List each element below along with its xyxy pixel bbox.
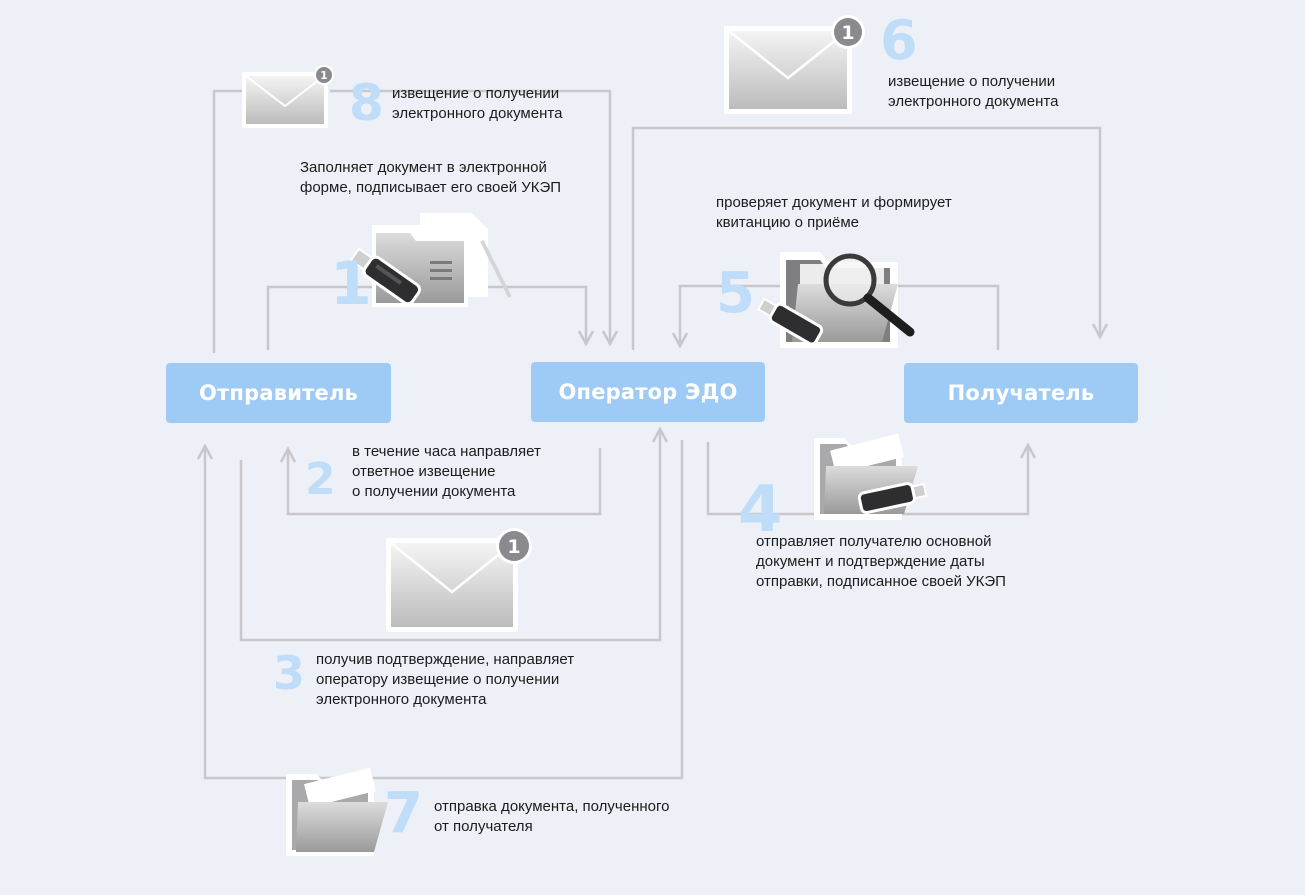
usb-token-icon xyxy=(756,297,824,346)
step-caption-4: отправляет получателю основной документ … xyxy=(756,532,1006,592)
arrowhead-step-8 xyxy=(601,330,619,347)
step-number-4: 4 xyxy=(738,473,783,547)
caption-line: отправка документа, полученного xyxy=(434,798,670,815)
envelope-badge: 1 xyxy=(841,22,854,44)
step-number-1: 1 xyxy=(330,249,372,319)
step-caption-6: извещение о получении электронного докум… xyxy=(888,72,1058,112)
connector-step-8 xyxy=(212,89,242,353)
caption-line: отправляет получателю основной xyxy=(756,533,992,550)
connector-step-3 xyxy=(239,432,662,642)
caption-line: получив подтверждение, направляет xyxy=(316,651,575,668)
arrowhead-step-1 xyxy=(577,330,595,347)
step-caption-2: в течение часа направляет ответное извещ… xyxy=(352,442,541,502)
arrowhead-step-2 xyxy=(279,446,297,463)
caption-line: документ и подтверждение даты xyxy=(756,553,985,570)
node-receiver: Получатель xyxy=(904,363,1138,423)
connector-step-8b xyxy=(330,89,612,342)
envelope-badge: 1 xyxy=(320,69,328,82)
step-number-6: 6 xyxy=(880,9,918,72)
envelope-badge: 1 xyxy=(507,536,520,558)
step-number-5: 5 xyxy=(716,261,755,326)
step-number-8: 8 xyxy=(349,74,384,132)
arrowhead-step-7 xyxy=(196,443,214,460)
magnifier-icon xyxy=(823,253,915,337)
connector-step-2 xyxy=(286,448,602,516)
caption-line: проверяет документ и формирует xyxy=(716,194,952,211)
caption-line: электронного документа xyxy=(316,691,487,708)
caption-line: о получении документа xyxy=(352,483,516,500)
caption-line: форме, подписывает его своей УКЭП xyxy=(300,179,562,196)
caption-line: отправки, подписанное своей УКЭП xyxy=(756,573,1006,590)
connectors xyxy=(196,89,1109,780)
connector-step-7 xyxy=(203,440,684,780)
step-caption-1: Заполняет документ в электронной форме, … xyxy=(300,158,561,198)
step-caption-5: проверяет документ и формирует квитанцию… xyxy=(716,193,952,233)
folder-icon xyxy=(286,767,388,856)
usb-token-icon xyxy=(349,247,422,306)
caption-line: электронного документа xyxy=(392,105,563,122)
step-number-3: 3 xyxy=(273,646,306,700)
usb-token-icon xyxy=(857,482,928,515)
caption-line: от получателя xyxy=(434,818,533,835)
envelope-icon: 1 xyxy=(386,528,532,632)
envelope-icon: 1 xyxy=(242,65,334,128)
step-caption-7: отправка документа, полученного от получ… xyxy=(434,797,669,837)
caption-line: ответное извещение xyxy=(352,463,496,480)
envelope-icon: 1 xyxy=(724,15,865,114)
node-operator: Оператор ЭДО xyxy=(531,362,765,422)
step-caption-8: извещение о получении электронного докум… xyxy=(392,84,562,124)
step-number-2: 2 xyxy=(305,454,336,505)
folder-icon xyxy=(372,213,512,307)
arrowhead-step-5 xyxy=(671,332,689,349)
caption-line: извещение о получении xyxy=(392,85,560,102)
step-caption-3: получив подтверждение, направляет операт… xyxy=(316,650,574,710)
step-number-7: 7 xyxy=(384,781,423,846)
caption-line: Заполняет документ в электронной xyxy=(300,159,547,176)
node-sender: Отправитель xyxy=(166,363,391,423)
arrowhead-step-3 xyxy=(651,426,669,443)
arrowhead-step-4 xyxy=(1019,442,1037,459)
connector-step-6 xyxy=(631,126,1102,350)
arrowhead-step-6 xyxy=(1091,323,1109,340)
caption-line: электронного документа xyxy=(888,93,1059,110)
caption-line: квитанцию о приёме xyxy=(716,214,859,231)
caption-line: извещение о получении xyxy=(888,73,1056,90)
caption-line: оператору извещение о получении xyxy=(316,671,560,688)
caption-line: в течение часа направляет xyxy=(352,443,541,460)
